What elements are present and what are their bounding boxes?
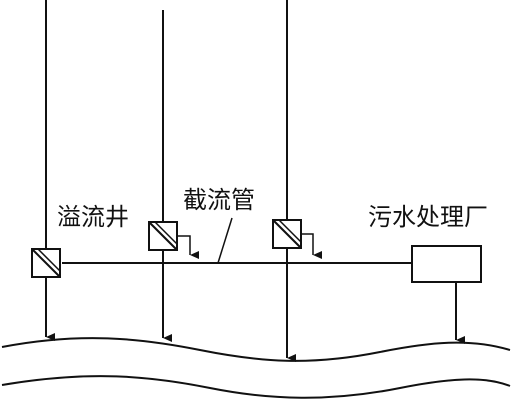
overflow-well-3 xyxy=(272,219,302,249)
overflow-well-1 xyxy=(31,248,61,278)
interceptor-label-leader xyxy=(217,217,233,264)
overflow-well-2 xyxy=(148,221,178,251)
interceptor-pipe-label: 截流管 xyxy=(183,186,255,214)
treatment-plant-box xyxy=(411,245,482,283)
river-upper-bank xyxy=(1,337,511,362)
treatment-plant-label: 污水处理厂 xyxy=(368,203,488,231)
well-3-connector xyxy=(301,233,322,259)
overflow-well-label: 溢流井 xyxy=(57,203,129,231)
well-2-connector xyxy=(177,235,199,259)
river-lower-bank xyxy=(1,375,511,399)
